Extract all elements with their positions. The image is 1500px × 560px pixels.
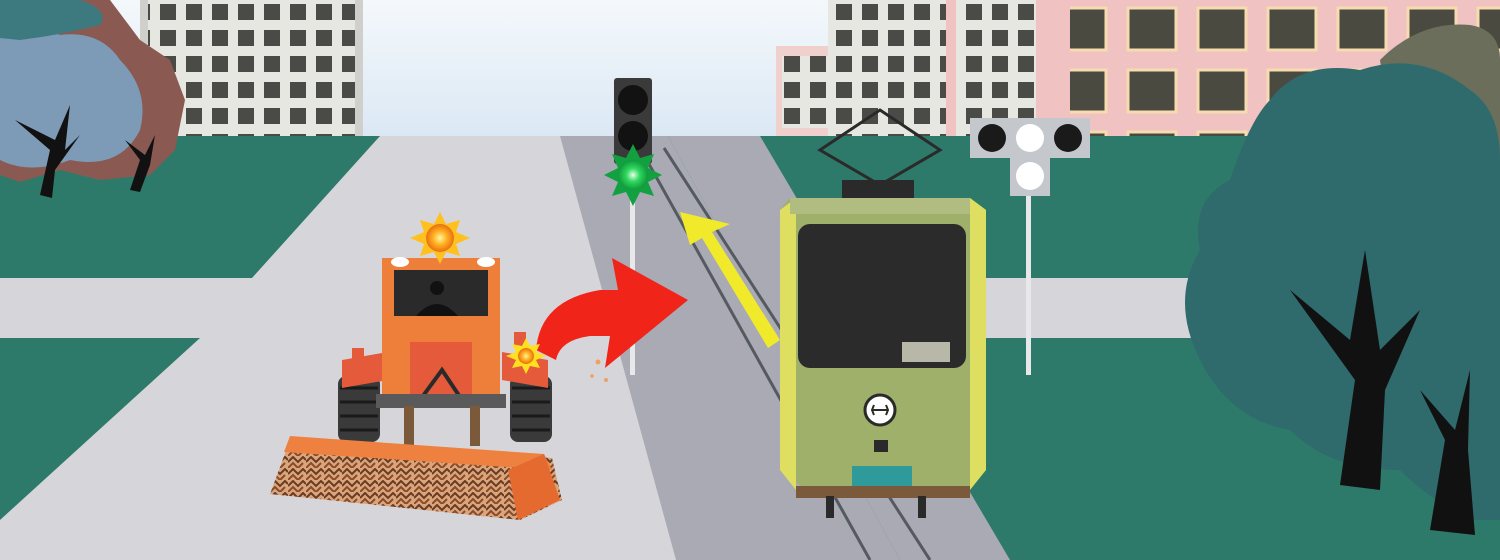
tree-icon xyxy=(0,0,185,198)
red-turn-arrow-icon xyxy=(536,258,688,382)
street-sweeper-tractor-icon xyxy=(270,257,562,520)
turn-signal-icon xyxy=(506,338,546,374)
building-icon xyxy=(828,0,950,140)
tram-icon xyxy=(780,108,986,518)
tram-signal-icon xyxy=(970,118,1090,375)
tree-icon xyxy=(1185,24,1500,535)
yellow-arrow-icon xyxy=(680,212,780,348)
traffic-light-icon xyxy=(604,78,662,375)
building-icon xyxy=(776,46,834,136)
flashing-beacon-icon xyxy=(410,212,470,264)
